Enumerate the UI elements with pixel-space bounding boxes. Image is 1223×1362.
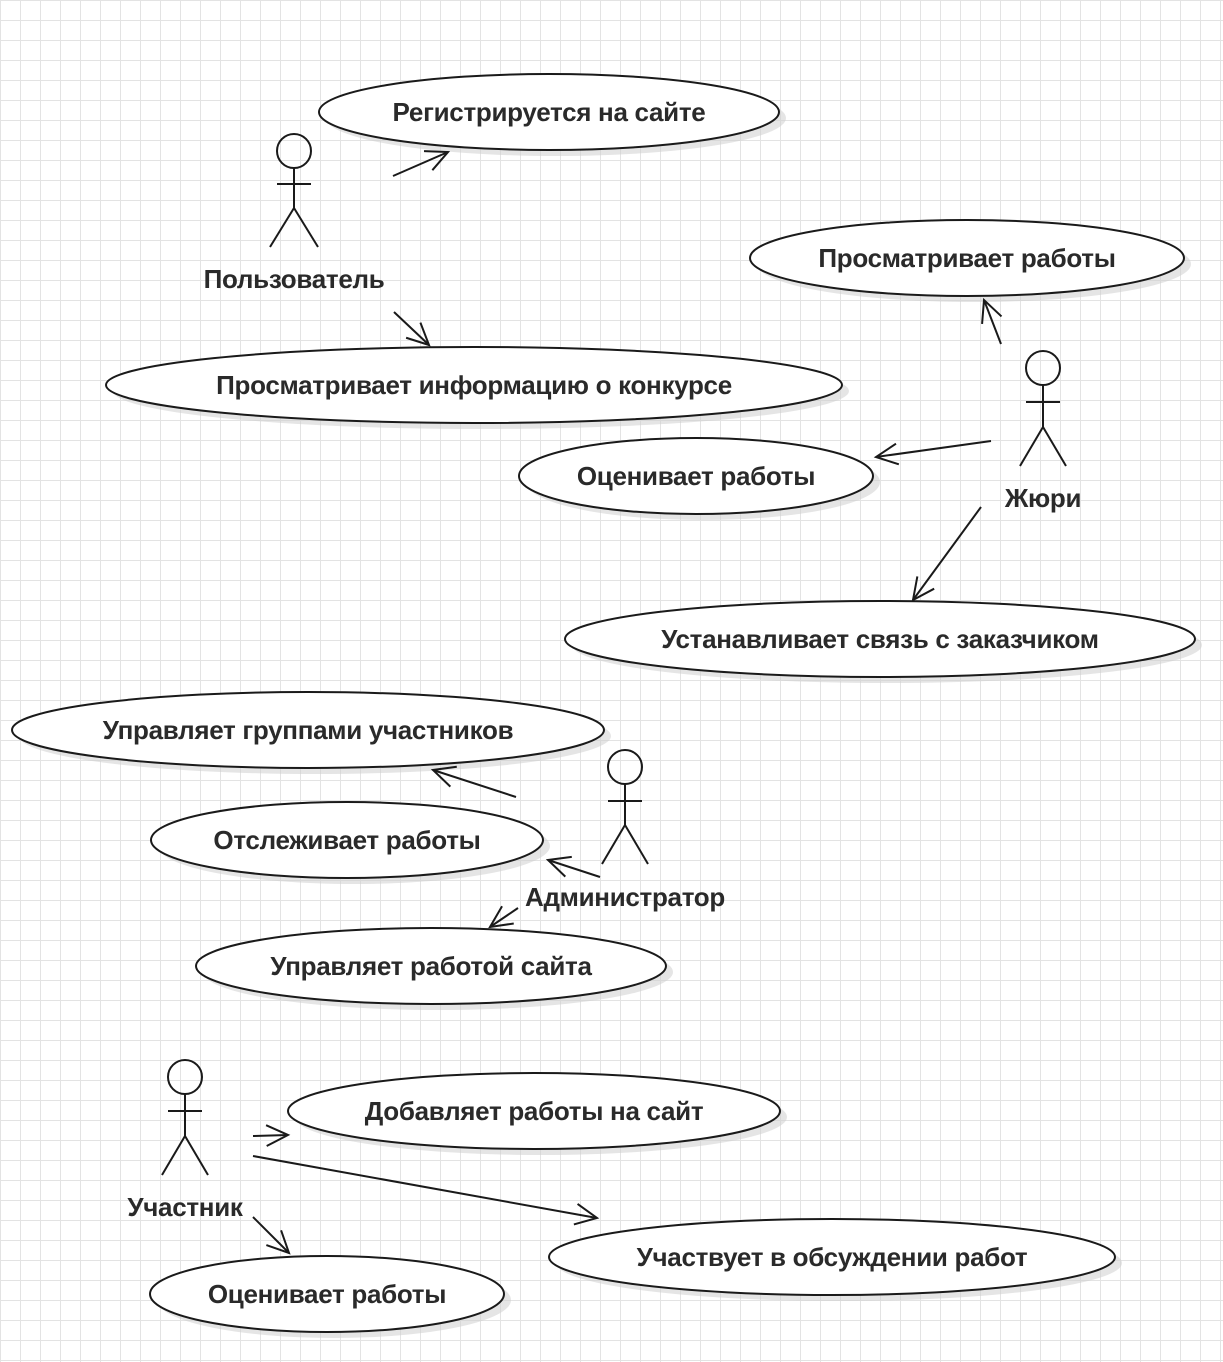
association-admin-to-track-works <box>545 855 601 878</box>
open-arrowhead-icon <box>265 1124 291 1147</box>
stick-figure-icon <box>1019 350 1067 467</box>
use-case-manage-groups-label: Управляет группами участников <box>103 715 514 745</box>
actor-participant: Участник <box>127 1059 244 1222</box>
open-arrowhead-icon <box>430 765 457 788</box>
association-participant-to-discuss <box>252 1155 600 1226</box>
use-case-discuss-works-label: Участвует в обсуждении работ <box>637 1242 1028 1272</box>
use-case-add-works: Добавляет работы на сайт <box>287 1072 787 1155</box>
use-case-manage-site: Управляет работой сайта <box>195 927 673 1010</box>
association-participant-to-rates <box>252 1216 291 1255</box>
association-user-to-view-info <box>393 311 431 347</box>
association-jury-to-view-works <box>981 297 1003 345</box>
association-line <box>252 1134 289 1137</box>
association-user-to-register <box>392 150 451 177</box>
association-line <box>252 1216 290 1254</box>
use-case-manage-site-label: Управляет работой сайта <box>270 951 592 981</box>
use-case-view-works-label: Просматривает работы <box>818 243 1115 273</box>
association-admin-to-manage-groups <box>430 765 517 798</box>
use-case-view-works: Просматривает работы <box>749 219 1191 302</box>
open-arrowhead-icon <box>911 576 935 602</box>
use-case-view-info: Просматривает информацию о конкурсе <box>105 346 849 429</box>
open-arrowhead-icon <box>266 1230 291 1255</box>
open-arrowhead-icon <box>488 905 514 929</box>
actor-jury: Жюри <box>1004 350 1081 513</box>
association-line <box>912 506 982 601</box>
use-case-jury-rates: Оценивает работы <box>518 437 880 520</box>
use-case-participant-rates: Оценивает работы <box>149 1255 511 1338</box>
association-line <box>432 769 517 798</box>
actor-admin-name: Администратор <box>525 882 725 912</box>
association-line <box>489 907 519 928</box>
association-admin-to-manage-site <box>488 905 519 929</box>
association-line <box>547 859 601 878</box>
actor-user-name: Пользователь <box>204 264 385 294</box>
use-case-add-works-label: Добавляет работы на сайт <box>365 1096 704 1126</box>
actor-jury-name: Жюри <box>1004 483 1081 513</box>
actor-user: Пользователь <box>204 133 385 294</box>
stick-figure-icon <box>161 1059 209 1176</box>
association-line <box>252 1155 598 1219</box>
association-participant-to-add-works <box>252 1124 291 1147</box>
use-case-manage-groups: Управляет группами участников <box>11 691 611 774</box>
actor-admin: Администратор <box>525 749 725 912</box>
open-arrowhead-icon <box>873 442 900 466</box>
actor-participant-name: Участник <box>127 1192 244 1222</box>
open-arrowhead-icon <box>405 322 431 347</box>
use-case-track-works-label: Отслеживает работы <box>213 825 480 855</box>
use-case-view-info-label: Просматривает информацию о конкурсе <box>216 370 732 400</box>
association-line <box>983 299 1002 345</box>
open-arrowhead-icon <box>423 150 451 171</box>
association-line <box>393 311 430 346</box>
use-case-contact-customer-label: Устанавливает связь с заказчиком <box>661 624 1098 654</box>
use-case-participant-rates-label: Оценивает работы <box>208 1279 446 1309</box>
use-case-discuss-works: Участвует в обсуждении работ <box>548 1218 1122 1301</box>
stick-figure-icon <box>601 749 649 865</box>
use-case-jury-rates-label: Оценивает работы <box>577 461 815 491</box>
associations <box>252 150 1003 1255</box>
use-case-register: Регистрируется на сайте <box>318 73 786 156</box>
use-case-track-works: Отслеживает работы <box>150 801 550 884</box>
association-line <box>875 440 992 458</box>
use-case-contact-customer: Устанавливает связь с заказчиком <box>564 600 1202 683</box>
use-case-register-label: Регистрируется на сайте <box>393 97 706 127</box>
association-line <box>392 151 449 177</box>
stick-figure-icon <box>269 133 319 248</box>
open-arrowhead-icon <box>545 855 572 878</box>
association-jury-to-contact-customer <box>911 506 982 602</box>
association-jury-to-jury-rates <box>873 440 992 466</box>
open-arrowhead-icon <box>573 1203 600 1226</box>
open-arrowhead-icon <box>981 297 1003 325</box>
